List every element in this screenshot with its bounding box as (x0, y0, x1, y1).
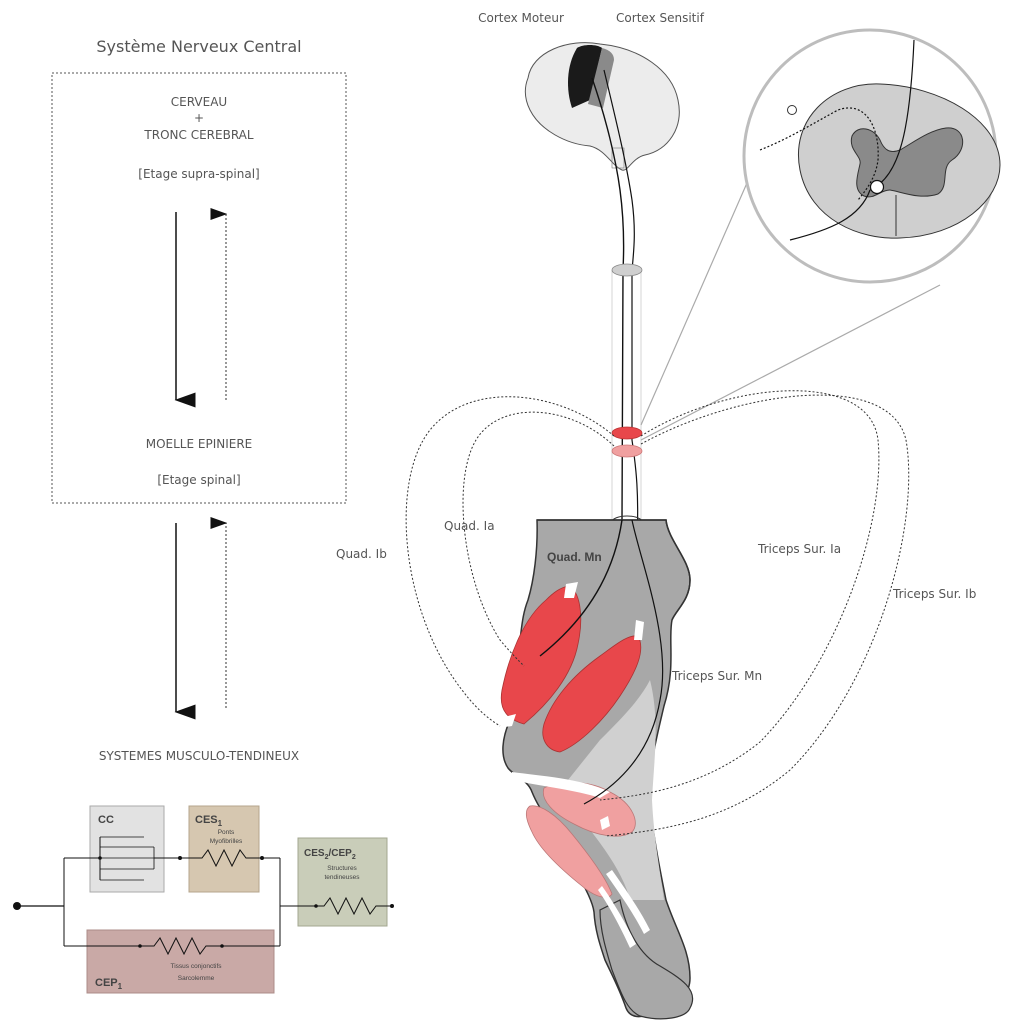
cc-label: CC (98, 814, 114, 826)
spinal-cross-section (744, 30, 1000, 282)
cns-title: Système Nerveux Central (96, 37, 301, 56)
spinal-level-label: [Etage spinal] (157, 473, 240, 487)
ces1-desc-1: Ponts (218, 829, 235, 836)
cortex-motor-label: Cortex Moteur (478, 11, 564, 25)
triceps-ib-label: Triceps Sur. Ib (892, 587, 976, 601)
triceps-mn-label: Triceps Sur. Mn (671, 669, 762, 683)
triceps-ia-label: Triceps Sur. Ia (757, 542, 841, 556)
ces2-desc-1: Structures (327, 865, 357, 872)
spinal-segment-top (612, 264, 642, 276)
supra-spinal-label: [Etage supra-spinal] (138, 167, 259, 181)
cep1-desc-2: Sarcolemme (178, 975, 215, 982)
brain (525, 43, 679, 171)
spinal-segment-red (612, 427, 642, 439)
spinal-segment-pink (612, 445, 642, 457)
ces1-desc-2: Myofibrilles (210, 838, 243, 845)
brainstem-label: TRONC CEREBRAL (143, 128, 253, 142)
msk-title: SYSTEMES MUSCULO-TENDINEUX (99, 749, 299, 763)
cortex-sensory-label: Cortex Sensitif (616, 11, 705, 25)
quad-ia-label: Quad. Ia (444, 519, 495, 533)
quad-ib-label: Quad. Ib (336, 547, 387, 561)
ces2-desc-2: tendineuses (324, 874, 360, 881)
hill-model: CC CES1 Ponts Myofibrilles CES2/CEP2 Str… (13, 806, 394, 993)
brain-label: CERVEAU (171, 95, 227, 109)
spinal-cord-label: MOELLE EPINIERE (146, 437, 253, 451)
brain-plus: + (194, 111, 204, 125)
quad-mn-label: Quad. Mn (547, 550, 602, 564)
cep1-desc-1: Tissus conjonctifs (170, 963, 222, 970)
